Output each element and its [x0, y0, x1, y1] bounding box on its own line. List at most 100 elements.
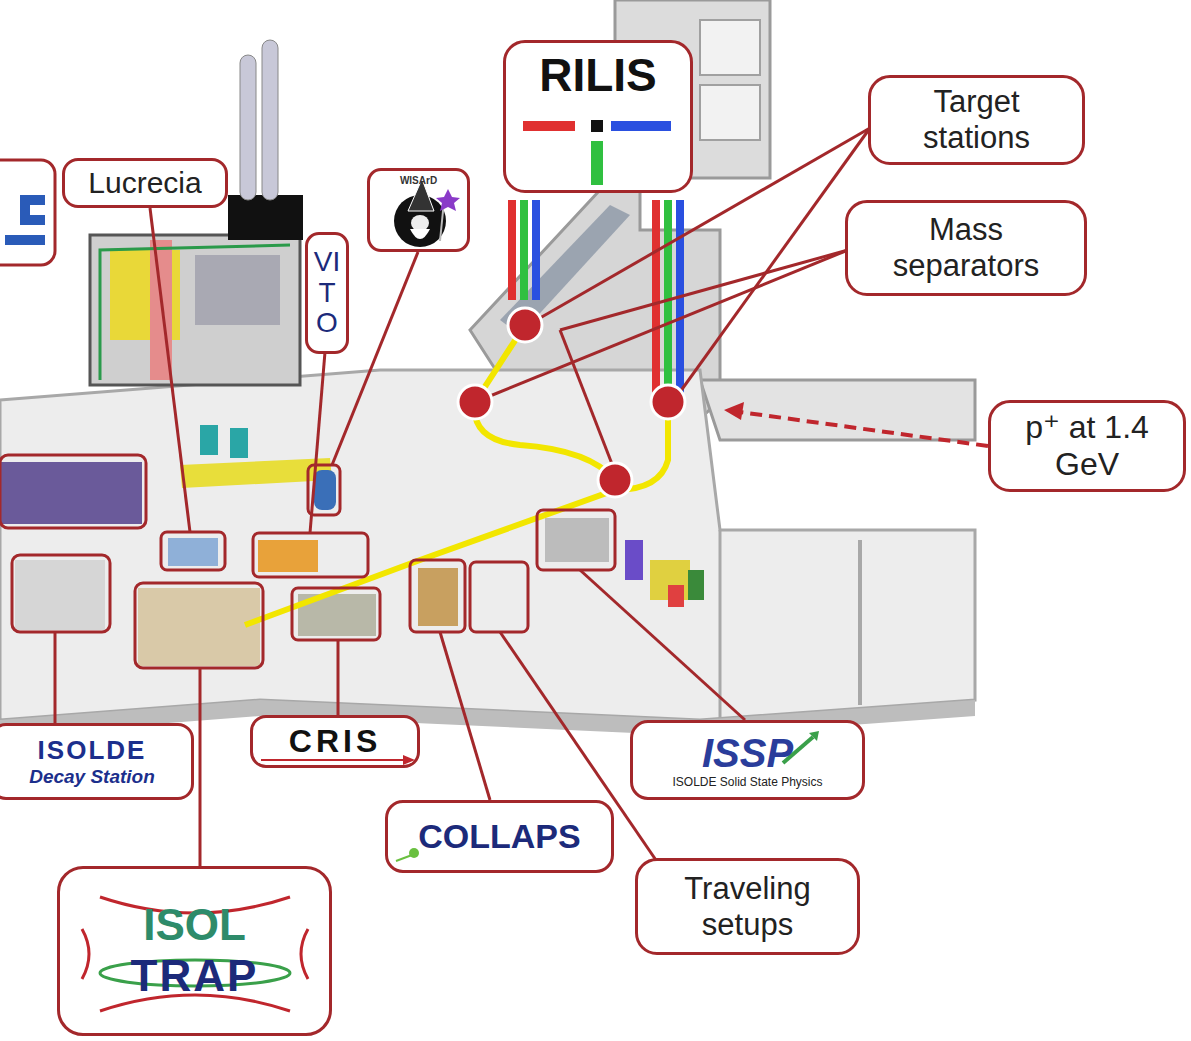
- node-subtitle: TRAP: [131, 951, 259, 1002]
- callout-box: Lucrecia: [62, 158, 228, 208]
- equipment: [195, 255, 280, 325]
- proton-corridor: [700, 380, 975, 440]
- node-subtitle: ISOLDE Solid State Physics: [672, 776, 822, 790]
- node-label: Lucrecia: [88, 166, 201, 201]
- text-group: ISOLDEDecay Station: [29, 736, 155, 788]
- leader-line: [199, 668, 202, 866]
- leader-line: [337, 640, 340, 715]
- node-label: ISSP: [702, 730, 793, 776]
- logo-fragment: [5, 235, 45, 245]
- node-label: WISArD: [400, 175, 437, 187]
- text-group: Mass separators: [853, 212, 1079, 283]
- arrowhead: [724, 402, 744, 420]
- equipment: [230, 428, 248, 458]
- partition-wall: [719, 530, 722, 718]
- highlight-box: [253, 533, 368, 577]
- node-subtitle: Decay Station: [29, 766, 155, 788]
- beam-line: [475, 325, 615, 480]
- text-group: COLLAPS: [418, 817, 580, 856]
- leader-line: [560, 330, 612, 464]
- node-label: CRIS: [289, 723, 381, 760]
- building: [90, 235, 300, 385]
- leader-line: [680, 128, 870, 392]
- node-label: Traveling setups: [643, 871, 852, 942]
- callout-box: Mass separators: [845, 200, 1087, 296]
- highlight-box: [308, 465, 340, 515]
- highlight-box: [292, 588, 380, 640]
- leader-line: [490, 250, 848, 396]
- equipment: [138, 588, 260, 666]
- logo-box: ISOLTRAP: [57, 866, 332, 1036]
- laser-beam: [652, 200, 660, 395]
- logo-box: [0, 160, 55, 265]
- highlight-box: [410, 560, 465, 632]
- partition-wall: [858, 540, 862, 705]
- text-group: p⁺ at 1.4 GeV: [996, 409, 1178, 483]
- logo-box: VITO: [305, 232, 349, 354]
- laser-beam: [520, 200, 528, 300]
- node-label: COLLAPS: [418, 817, 580, 856]
- text-group: Target stations: [876, 84, 1077, 155]
- target-dot: [508, 308, 542, 342]
- tank: [240, 55, 256, 200]
- logo-box: ISSPISOLDE Solid State Physics: [630, 720, 865, 800]
- leader-line: [560, 250, 848, 330]
- proton-beam: [740, 412, 988, 446]
- equipment: [258, 540, 318, 572]
- text-group: Traveling setups: [643, 871, 852, 942]
- building: [228, 195, 303, 240]
- logo-box: CRIS: [250, 715, 420, 768]
- highlight-box: [0, 455, 146, 528]
- equipment: [0, 462, 142, 524]
- logo-box: COLLAPS: [385, 800, 614, 873]
- node-label: Target stations: [876, 84, 1077, 155]
- leader-line: [310, 352, 325, 533]
- wire: [100, 245, 290, 380]
- leader-line: [150, 208, 190, 532]
- target-dot: [651, 385, 685, 419]
- logo-fragment: [20, 195, 45, 225]
- text-group: ISSPISOLDE Solid State Physics: [672, 730, 822, 790]
- equipment: [314, 470, 336, 510]
- leader-line: [580, 570, 745, 720]
- node-label: VITO: [313, 247, 341, 339]
- text-group: VITO: [313, 247, 341, 339]
- equipment: [545, 518, 609, 562]
- equipment: [15, 560, 105, 630]
- callout-box: p⁺ at 1.4 GeV: [988, 400, 1186, 492]
- room: [700, 85, 760, 140]
- highlight-box: [12, 555, 110, 632]
- leader-line: [54, 632, 57, 723]
- equipment: [418, 568, 458, 626]
- text-group: CRIS: [289, 723, 381, 760]
- room: [700, 20, 760, 75]
- callout-box: Target stations: [868, 75, 1085, 165]
- node-label: RILIS: [539, 49, 657, 102]
- equipment: [625, 540, 643, 580]
- node-label: ISOL: [143, 900, 246, 951]
- rilis-box: RILIS: [503, 40, 693, 193]
- equipment: [200, 425, 218, 455]
- laser-beam: [508, 200, 516, 300]
- text-group: RILIS: [539, 49, 657, 102]
- highlight-box: [161, 532, 225, 570]
- equipment: [688, 570, 704, 600]
- text-group: WISArD: [400, 175, 437, 187]
- equipment: [668, 585, 684, 607]
- text-group: ISOLTRAP: [131, 900, 259, 1001]
- tank: [262, 40, 278, 200]
- laser-beam: [532, 200, 540, 300]
- callout-box: Traveling setups: [635, 858, 860, 955]
- node-label: ISOLDE: [38, 736, 147, 766]
- logo-box: WISArD: [367, 168, 470, 252]
- separator-dot: [598, 463, 632, 497]
- text-group: Lucrecia: [88, 166, 201, 201]
- logo-box: ISOLDEDecay Station: [0, 723, 194, 800]
- leader-line: [440, 632, 490, 800]
- highlight-box: [135, 583, 263, 668]
- laser-beam: [664, 200, 672, 395]
- node-label: p⁺ at 1.4 GeV: [996, 409, 1178, 483]
- node-label: Mass separators: [853, 212, 1079, 283]
- separator-dot: [458, 385, 492, 419]
